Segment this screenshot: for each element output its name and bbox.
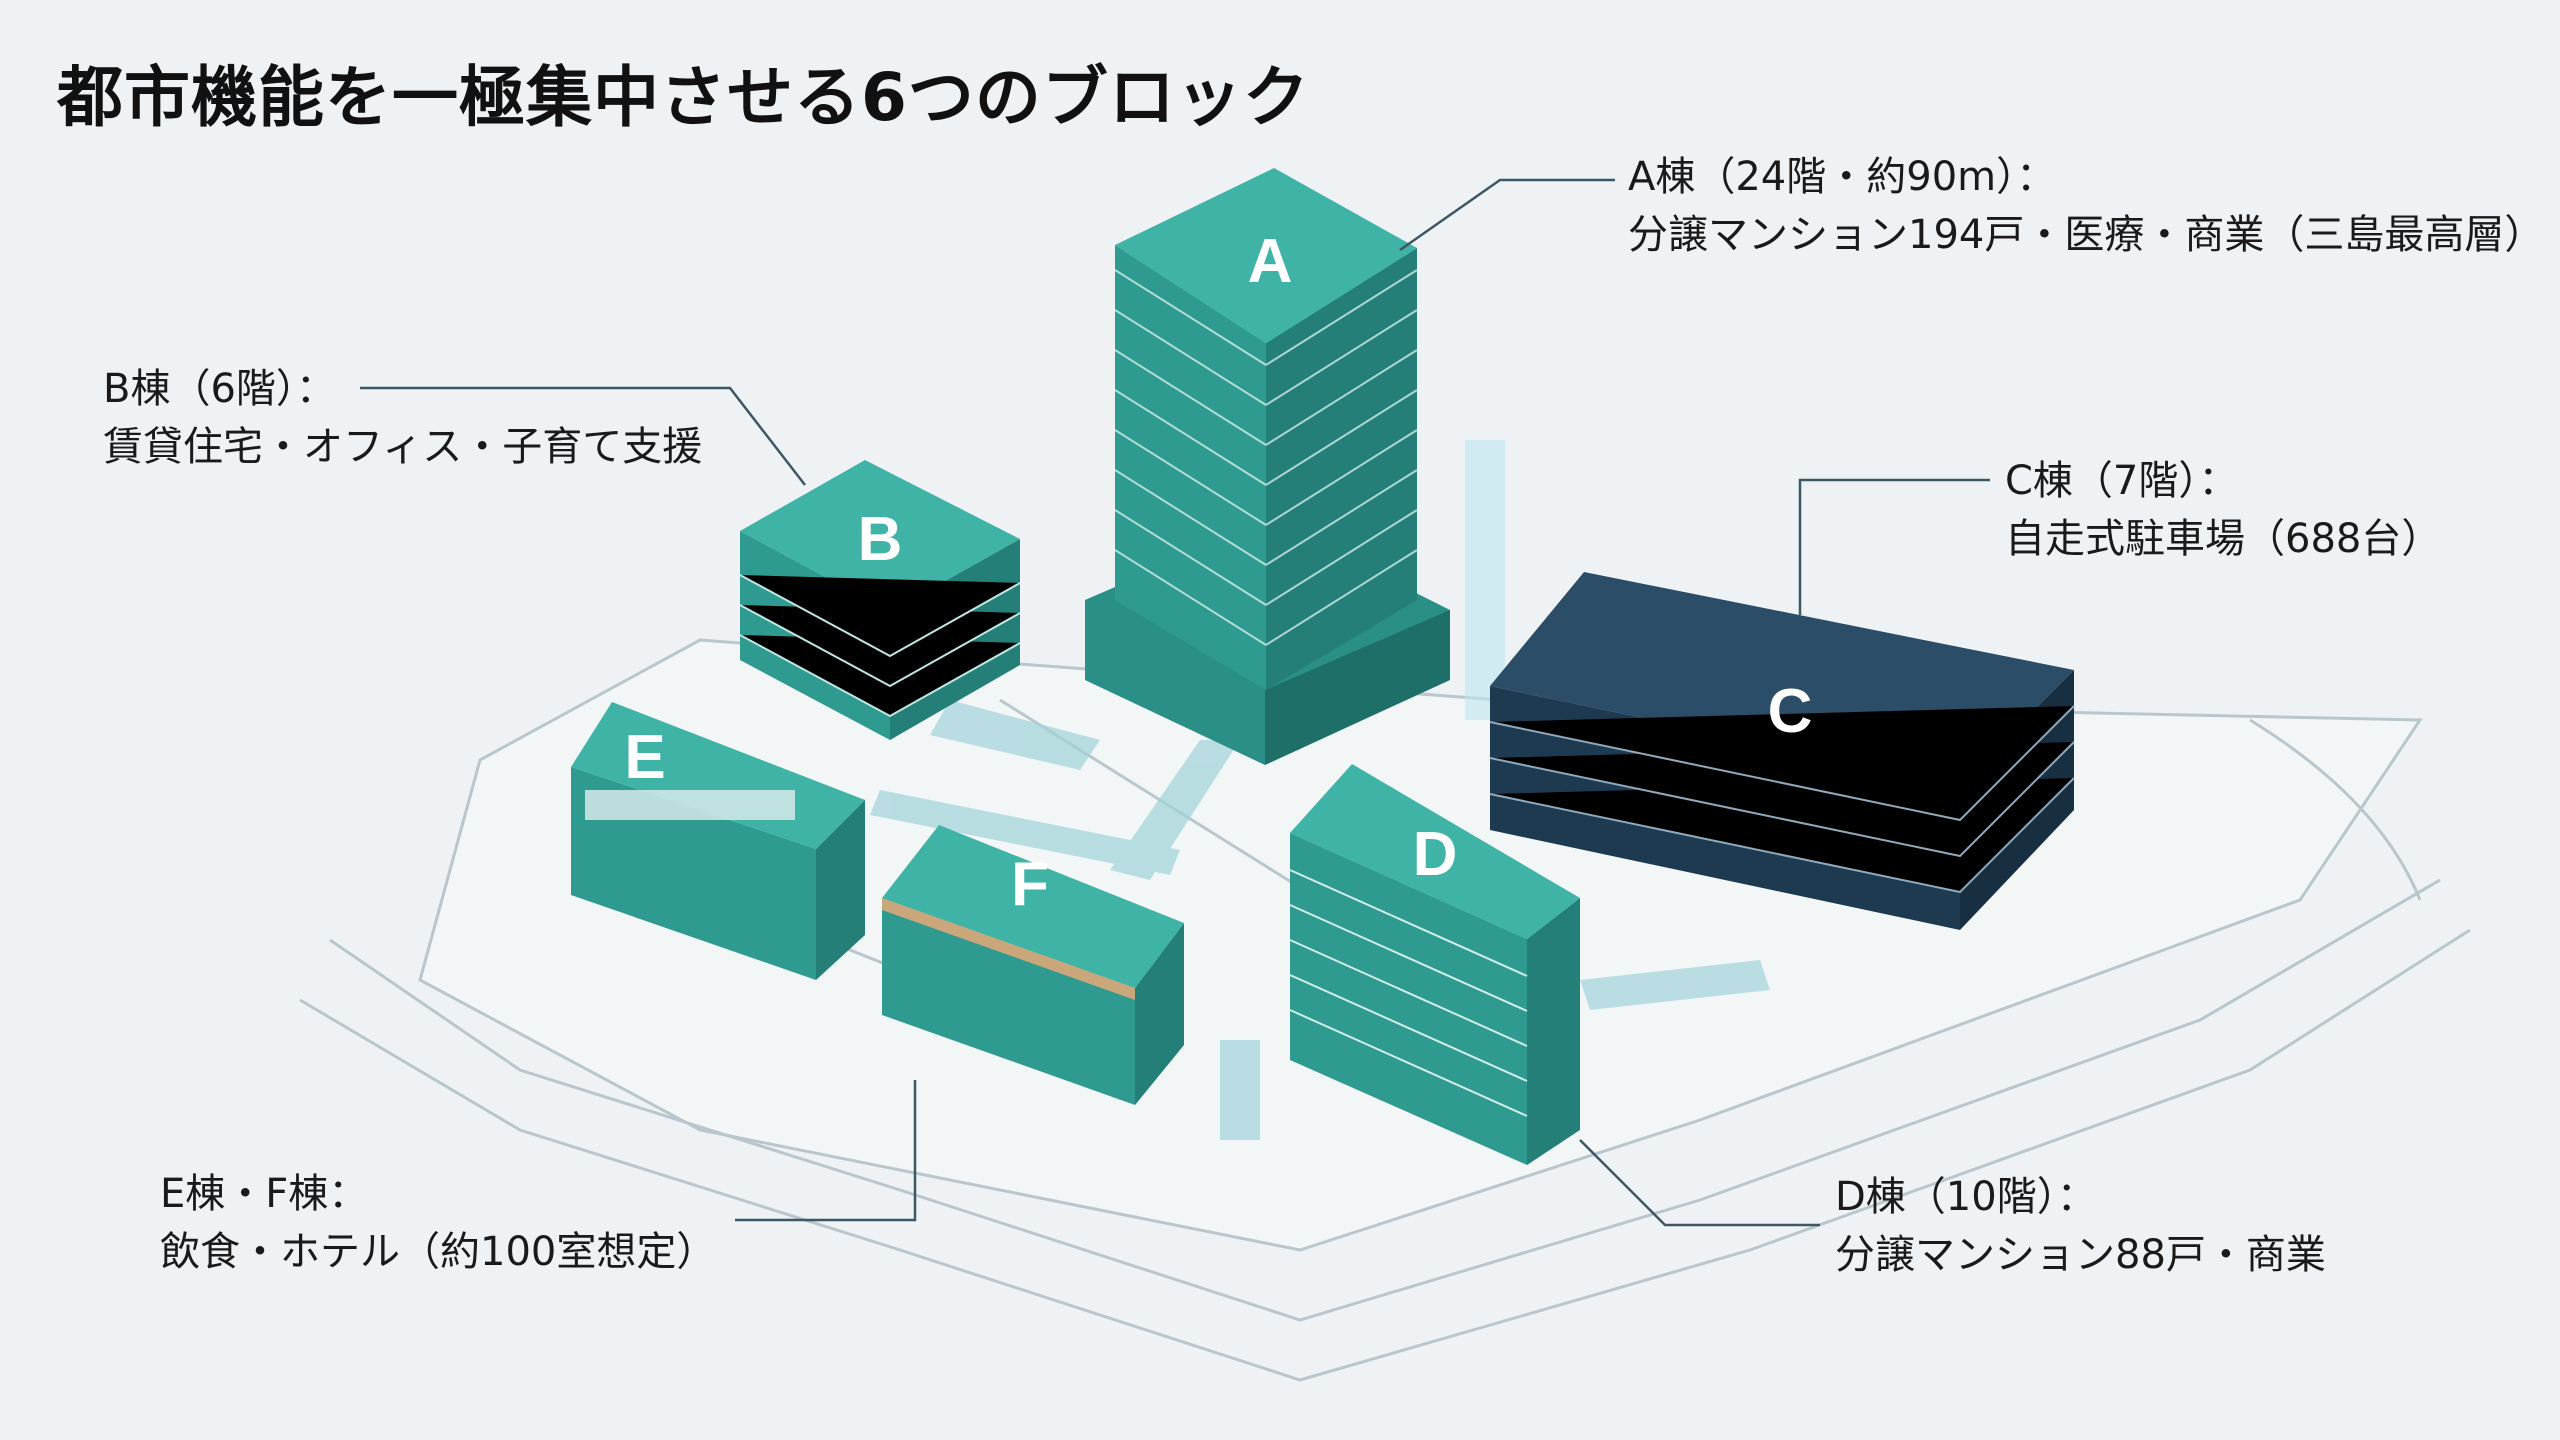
page-title: 都市機能を一極集中させる6つのブロック	[57, 59, 1310, 136]
leader-line-c	[1798, 478, 1990, 615]
leader-line-b	[360, 386, 806, 486]
label-d-heading: D棟（10階）：	[1835, 1174, 2097, 1220]
label-ef-heading: E棟・F棟：	[160, 1171, 369, 1217]
building-d-letter: D	[1413, 820, 1458, 889]
label-c-heading: C棟（7階）：	[2005, 458, 2239, 504]
light-beam	[1465, 440, 1505, 720]
label-a-heading: A棟（24階・約90m）：	[1628, 154, 2057, 200]
building-c[interactable]: C	[1489, 572, 2075, 930]
building-a[interactable]: A	[1085, 168, 1450, 765]
building-c-letter: C	[1768, 677, 1813, 746]
label-building-c: C棟（7階）： 自走式駐車場（688台）	[2005, 452, 2441, 568]
building-b[interactable]: B	[739, 460, 1021, 740]
building-e[interactable]: E	[571, 702, 865, 980]
leader-lines	[360, 178, 1990, 1227]
label-a-detail: 分譲マンション194戸・医療・商業（三島最高層）	[1628, 212, 2545, 258]
label-b-detail: 賃貸住宅・オフィス・子育て支援	[103, 424, 703, 470]
label-building-b: B棟（6階）： 賃貸住宅・オフィス・子育て支援	[103, 360, 702, 476]
building-a-letter: A	[1248, 227, 1293, 296]
label-b-heading: B棟（6階）：	[103, 366, 336, 412]
label-building-a: A棟（24階・約90m）： 分譲マンション194戸・医療・商業（三島最高層）	[1628, 148, 2544, 264]
building-d[interactable]: D	[1289, 764, 1580, 1165]
label-building-ef: E棟・F棟： 飲食・ホテル（約100室想定）	[160, 1165, 716, 1281]
label-ef-detail: 飲食・ホテル（約100室想定）	[160, 1229, 717, 1275]
leader-line-a	[1399, 178, 1615, 252]
building-b-letter: B	[858, 505, 903, 574]
leader-line-d	[1579, 1139, 1820, 1227]
label-building-d: D棟（10階）： 分譲マンション88戸・商業	[1835, 1168, 2326, 1284]
label-d-detail: 分譲マンション88戸・商業	[1835, 1232, 2326, 1278]
building-f[interactable]: F	[882, 825, 1184, 1105]
building-e-letter: E	[624, 723, 665, 792]
building-f-letter: F	[1011, 850, 1049, 919]
leader-line-ef	[735, 1080, 917, 1222]
walkways	[870, 700, 1770, 1140]
label-c-detail: 自走式駐車場（688台）	[2005, 516, 2442, 562]
